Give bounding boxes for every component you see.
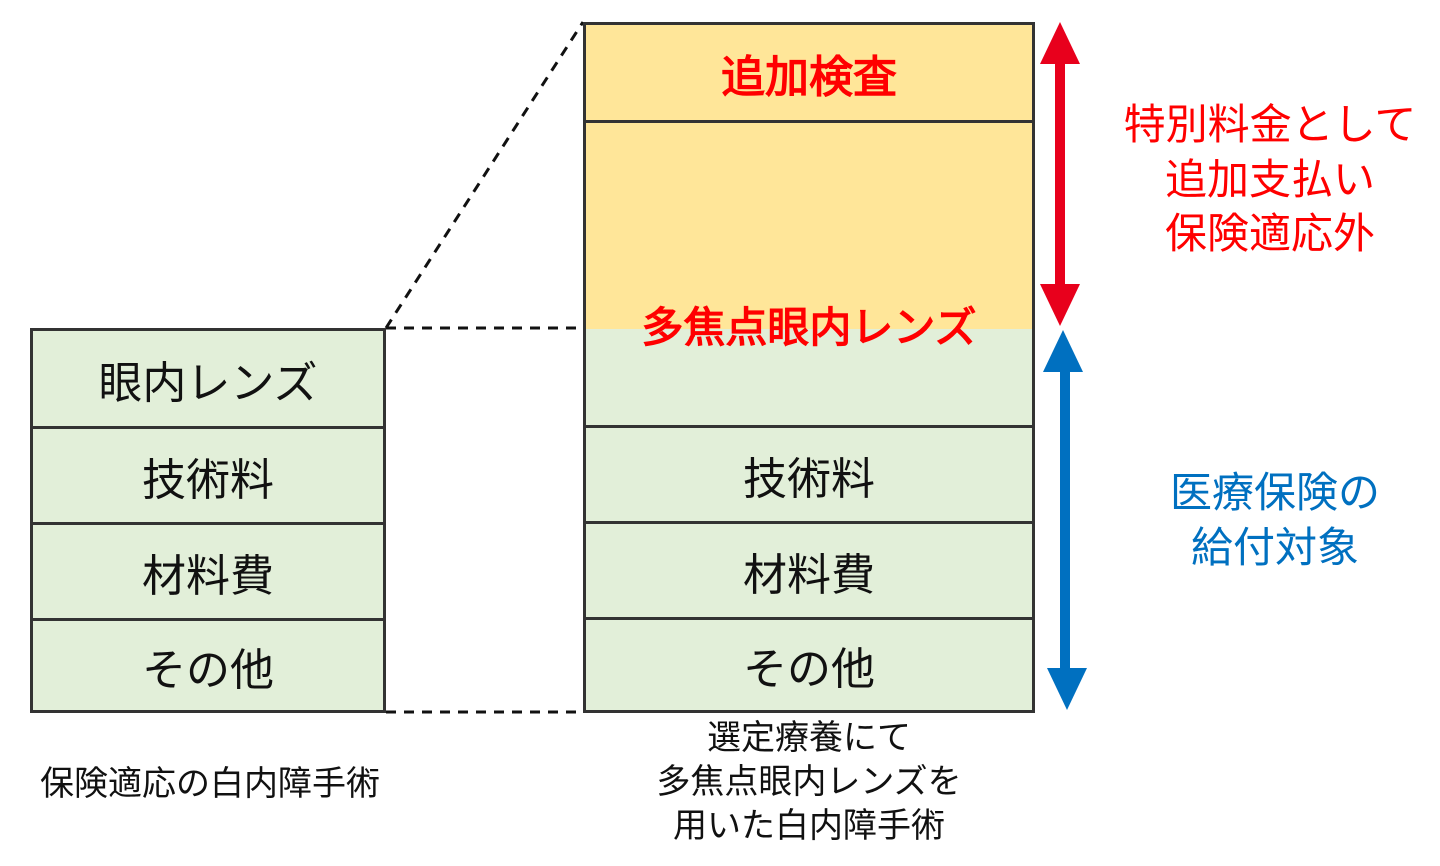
left-row-material-cost: 材料費	[33, 522, 383, 618]
blue-annotation-line-1: 医療保険の	[1169, 468, 1380, 517]
left-row-lens: 眼内レンズ	[33, 331, 383, 426]
left-caption: 保険適応の白内障手術	[40, 764, 380, 804]
right-row-lens-upper	[586, 120, 1032, 329]
right-caption: 選定療養にて 多焦点眼内レンズを 用いた白内障手術	[583, 716, 1035, 849]
blue-double-arrow	[1043, 330, 1087, 710]
right-caption-line-3: 用いた白内障手術	[673, 806, 945, 847]
right-caption-line-2: 多焦点眼内レンズを	[656, 762, 962, 803]
red-annotation-line-1: 特別料金として	[1123, 100, 1417, 149]
right-row-material-cost: 材料費	[586, 521, 1032, 617]
right-row-technical-fee: 技術料	[586, 425, 1032, 521]
right-caption-line-1: 選定療養にて	[707, 718, 911, 758]
multifocal-lens-label: 多焦点眼内レンズ	[641, 303, 977, 352]
red-double-arrow	[1040, 22, 1080, 326]
red-annotation: 特別料金として 追加支払い 保険適応外	[1105, 98, 1435, 262]
blue-annotation: 医療保険の 給付対象	[1115, 466, 1435, 575]
right-cost-stack: 追加検査 技術料 材料費 その他	[583, 22, 1035, 713]
left-row-other: その他	[33, 618, 383, 710]
left-cost-stack: 眼内レンズ 技術料 材料費 その他	[30, 328, 386, 713]
right-row-lens-lower	[586, 329, 1032, 425]
dashed-connector-top-diagonal	[384, 21, 585, 329]
blue-annotation-line-2: 給付対象	[1190, 522, 1359, 572]
right-row-additional-test: 追加検査	[586, 25, 1032, 120]
red-annotation-line-2: 追加支払い	[1164, 154, 1375, 204]
left-row-technical-fee: 技術料	[33, 426, 383, 522]
right-row-other: その他	[586, 617, 1032, 710]
red-annotation-line-3: 保険適応外	[1164, 209, 1375, 259]
